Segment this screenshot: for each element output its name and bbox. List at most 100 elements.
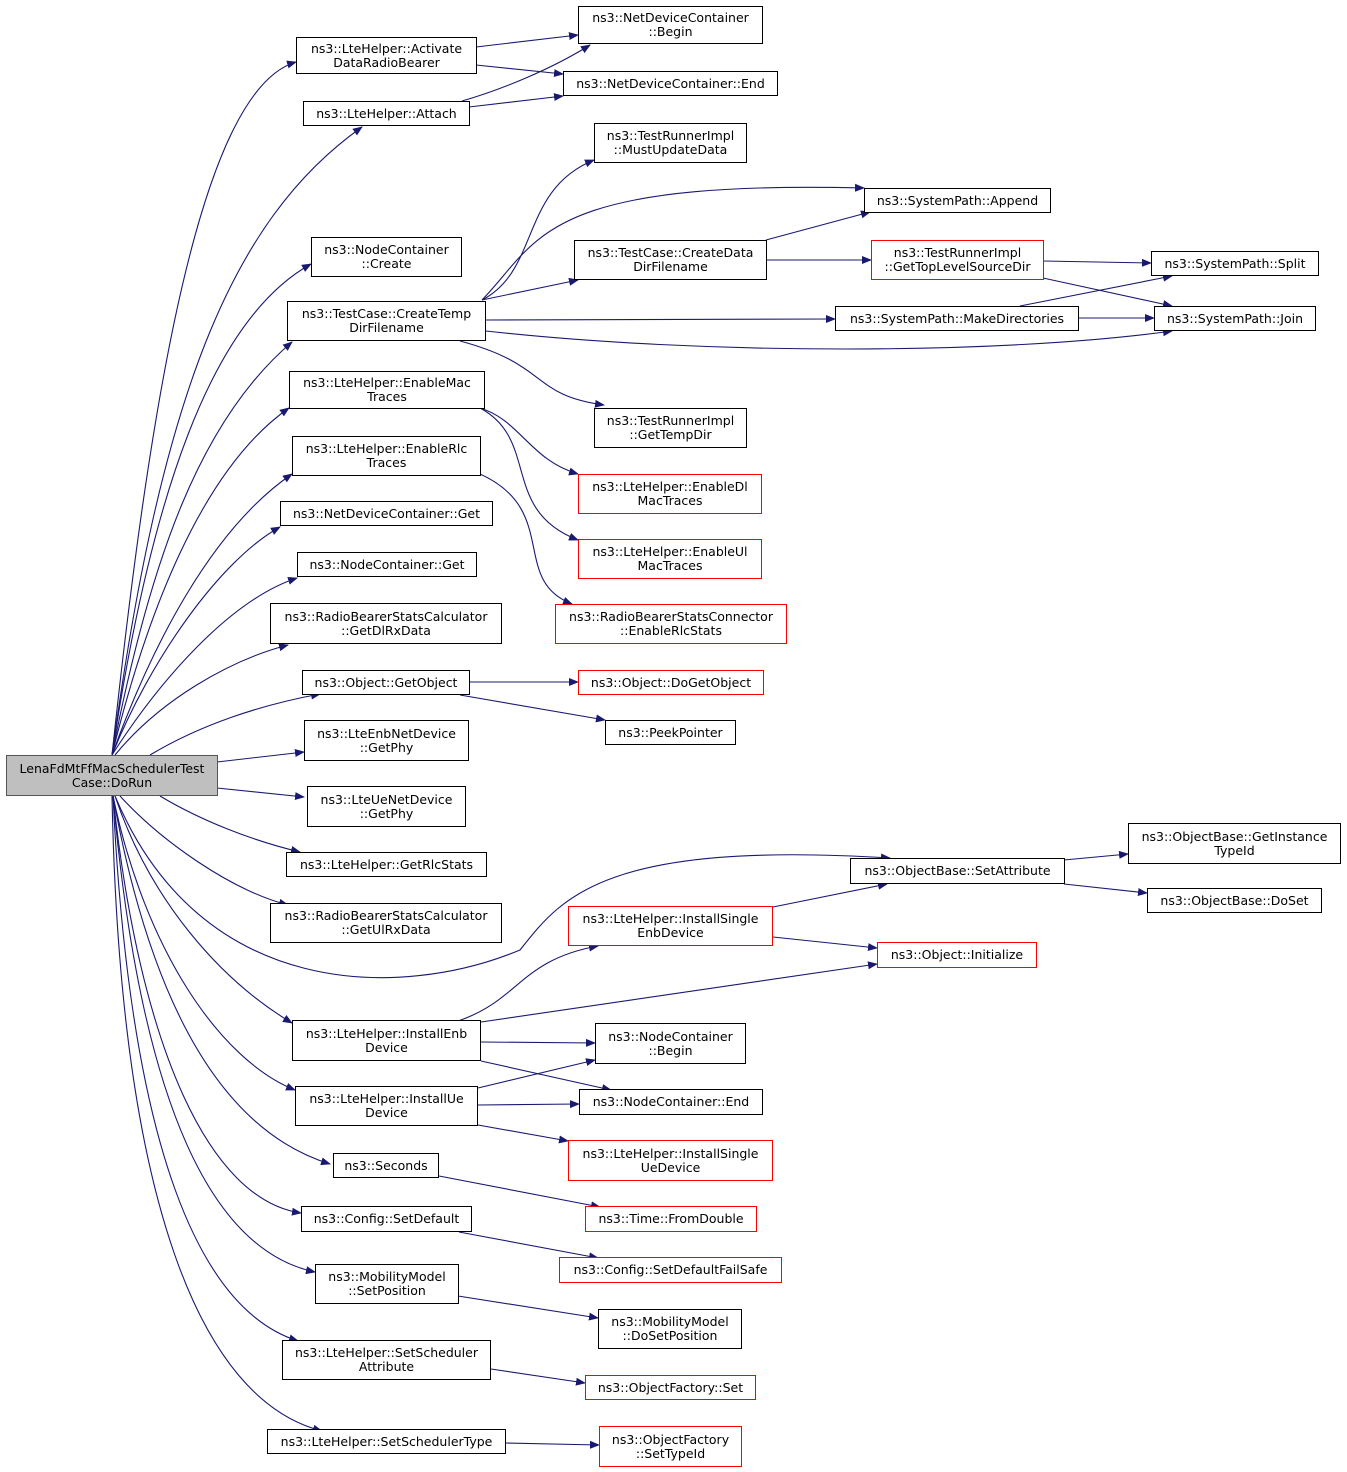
node-systempath-split[interactable]: ns3::SystemPath::Split (1151, 251, 1319, 276)
edge-installsingleenb-initialize (772, 936, 878, 952)
node-get-dl-rx-data[interactable]: ns3::RadioBearerStatsCalculator::GetDlRx… (270, 603, 502, 644)
node-attach[interactable]: ns3::LteHelper::Attach (303, 101, 470, 126)
edge-activate-ndcbegin (475, 32, 579, 48)
edge-root-setposition (112, 795, 316, 1275)
edge-setattr-getinstance (1063, 850, 1129, 861)
node-must-update-data[interactable]: ns3::TestRunnerImpl::MustUpdateData (594, 123, 747, 163)
node-systempath-append[interactable]: ns3::SystemPath::Append (864, 188, 1051, 213)
edge-root-activate (111, 60, 297, 756)
node-systempath-join[interactable]: ns3::SystemPath::Join (1154, 306, 1316, 331)
edge-setschedtype-settypeid (505, 1440, 600, 1449)
edge-root-nc-create (111, 263, 312, 756)
edge-installue-installsingleue (477, 1124, 569, 1144)
edge-createtemp-join (485, 328, 1173, 350)
node-nc-get[interactable]: ns3::NodeContainer::Get (297, 552, 477, 577)
node-lte-enb-net-device-get-phy[interactable]: ns3::LteEnbNetDevice::GetPhy (304, 720, 469, 761)
edge-gettoplevel-join (1042, 277, 1173, 308)
node-object-get-object[interactable]: ns3::Object::GetObject (302, 670, 470, 695)
edge-enablemac-dlmac (479, 407, 579, 476)
edge-enablerlc-rbsconn (479, 473, 573, 605)
edge-root-seconds (112, 795, 331, 1166)
edge-installenb-ncbegin (480, 1038, 596, 1047)
node-get-ul-rx-data[interactable]: ns3::RadioBearerStatsCalculator::GetUlRx… (270, 903, 502, 943)
node-get-temp-dir[interactable]: ns3::TestRunnerImpl::GetTempDir (594, 408, 747, 448)
edge-root-nc-get (111, 577, 298, 756)
edge-root-getobject (149, 691, 321, 756)
edge-makedirs-split (1019, 273, 1173, 307)
node-peek-pointer[interactable]: ns3::PeekPointer (605, 720, 736, 745)
edge-root-enablemac (111, 407, 290, 756)
edge-setposition-dosetposition (457, 1295, 599, 1321)
edge-setattr-doset (1063, 883, 1148, 897)
edge-installenb-ncend (480, 1060, 612, 1092)
node-mobility-model-set-position[interactable]: ns3::MobilityModel::SetPosition (315, 1264, 459, 1304)
edge-root-enbphy (216, 749, 305, 763)
node-objectbase-do-set[interactable]: ns3::ObjectBase::DoSet (1147, 888, 1322, 913)
node-rbs-connector-enable-rlc-stats[interactable]: ns3::RadioBearerStatsConnector::EnableRl… (555, 604, 787, 644)
node-ndc-get[interactable]: ns3::NetDeviceContainer::Get (280, 501, 493, 526)
edge-root-setschedattr (112, 795, 299, 1343)
edge-root-ndc-get (111, 526, 281, 756)
node-nc-begin[interactable]: ns3::NodeContainer::Begin (595, 1023, 746, 1064)
edge-attach-ndcend (468, 93, 564, 108)
node-get-top-level-source-dir[interactable]: ns3::TestRunnerImpl::GetTopLevelSourceDi… (871, 240, 1044, 280)
edge-createtemp-gettempdir (459, 340, 605, 408)
edge-createtemp-createdata (481, 277, 579, 301)
node-nc-create[interactable]: ns3::NodeContainer::Create (311, 237, 462, 277)
node-object-do-get-object[interactable]: ns3::Object::DoGetObject (578, 670, 764, 695)
edge-root-setschedtype (111, 795, 323, 1433)
node-object-factory-set-typeid[interactable]: ns3::ObjectFactory::SetTypeId (599, 1426, 742, 1467)
edge-activate-ndcend (475, 64, 564, 78)
edge-createtemp-mustupdate (481, 159, 595, 301)
edge-root-getulrx (119, 795, 289, 907)
edge-root-getdlrx (114, 643, 289, 756)
node-get-rlc-stats[interactable]: ns3::LteHelper::GetRlcStats (286, 852, 487, 877)
edge-getobject-peekpointer (459, 694, 606, 723)
edge-root-installenb (114, 795, 293, 1024)
node-object-initialize[interactable]: ns3::Object::Initialize (877, 942, 1037, 968)
node-config-set-default-fail-safe[interactable]: ns3::Config::SetDefaultFailSafe (559, 1257, 782, 1283)
edge-seconds-fromdouble (438, 1175, 601, 1210)
edge-enablemac-ulmac (479, 407, 579, 541)
node-ndc-begin[interactable]: ns3::NetDeviceContainer::Begin (578, 6, 763, 44)
edge-installue-ncend (477, 1100, 580, 1109)
node-object-factory-set[interactable]: ns3::ObjectFactory::Set (585, 1375, 756, 1400)
edge-installue-ncbegin (477, 1058, 596, 1089)
edge-root-setdefault (112, 795, 302, 1216)
edge-installenb-initialize (480, 961, 878, 1023)
edge-root-installue (112, 795, 296, 1091)
node-nc-end[interactable]: ns3::NodeContainer::End (579, 1089, 763, 1115)
node-mobility-model-do-set-position[interactable]: ns3::MobilityModel::DoSetPosition (598, 1309, 742, 1349)
edge-installenb-installsingleenb (457, 943, 599, 1022)
edge-setschedattr-ofset (490, 1368, 586, 1386)
node-objectbase-set-attribute[interactable]: ns3::ObjectBase::SetAttribute (850, 858, 1065, 884)
node-time-from-double[interactable]: ns3::Time::FromDouble (585, 1206, 757, 1232)
node-systempath-makedirectories[interactable]: ns3::SystemPath::MakeDirectories (835, 306, 1079, 331)
edge-root-attach (111, 126, 363, 756)
node-seconds[interactable]: ns3::Seconds (333, 1153, 439, 1178)
node-set-scheduler-type[interactable]: ns3::LteHelper::SetSchedulerType (267, 1429, 506, 1454)
node-lte-ue-net-device-get-phy[interactable]: ns3::LteUeNetDevice::GetPhy (307, 786, 466, 827)
node-ndc-end[interactable]: ns3::NetDeviceContainer::End (563, 71, 778, 96)
edge-root-enablerlc (111, 473, 293, 756)
node-config-set-default[interactable]: ns3::Config::SetDefault (301, 1206, 472, 1232)
edge-root-uephy (216, 787, 305, 801)
edge-attach-ndcbegin (461, 44, 591, 102)
edge-root-getrlcstats (159, 795, 301, 854)
edge-installsingleenb-setattr (772, 881, 888, 908)
